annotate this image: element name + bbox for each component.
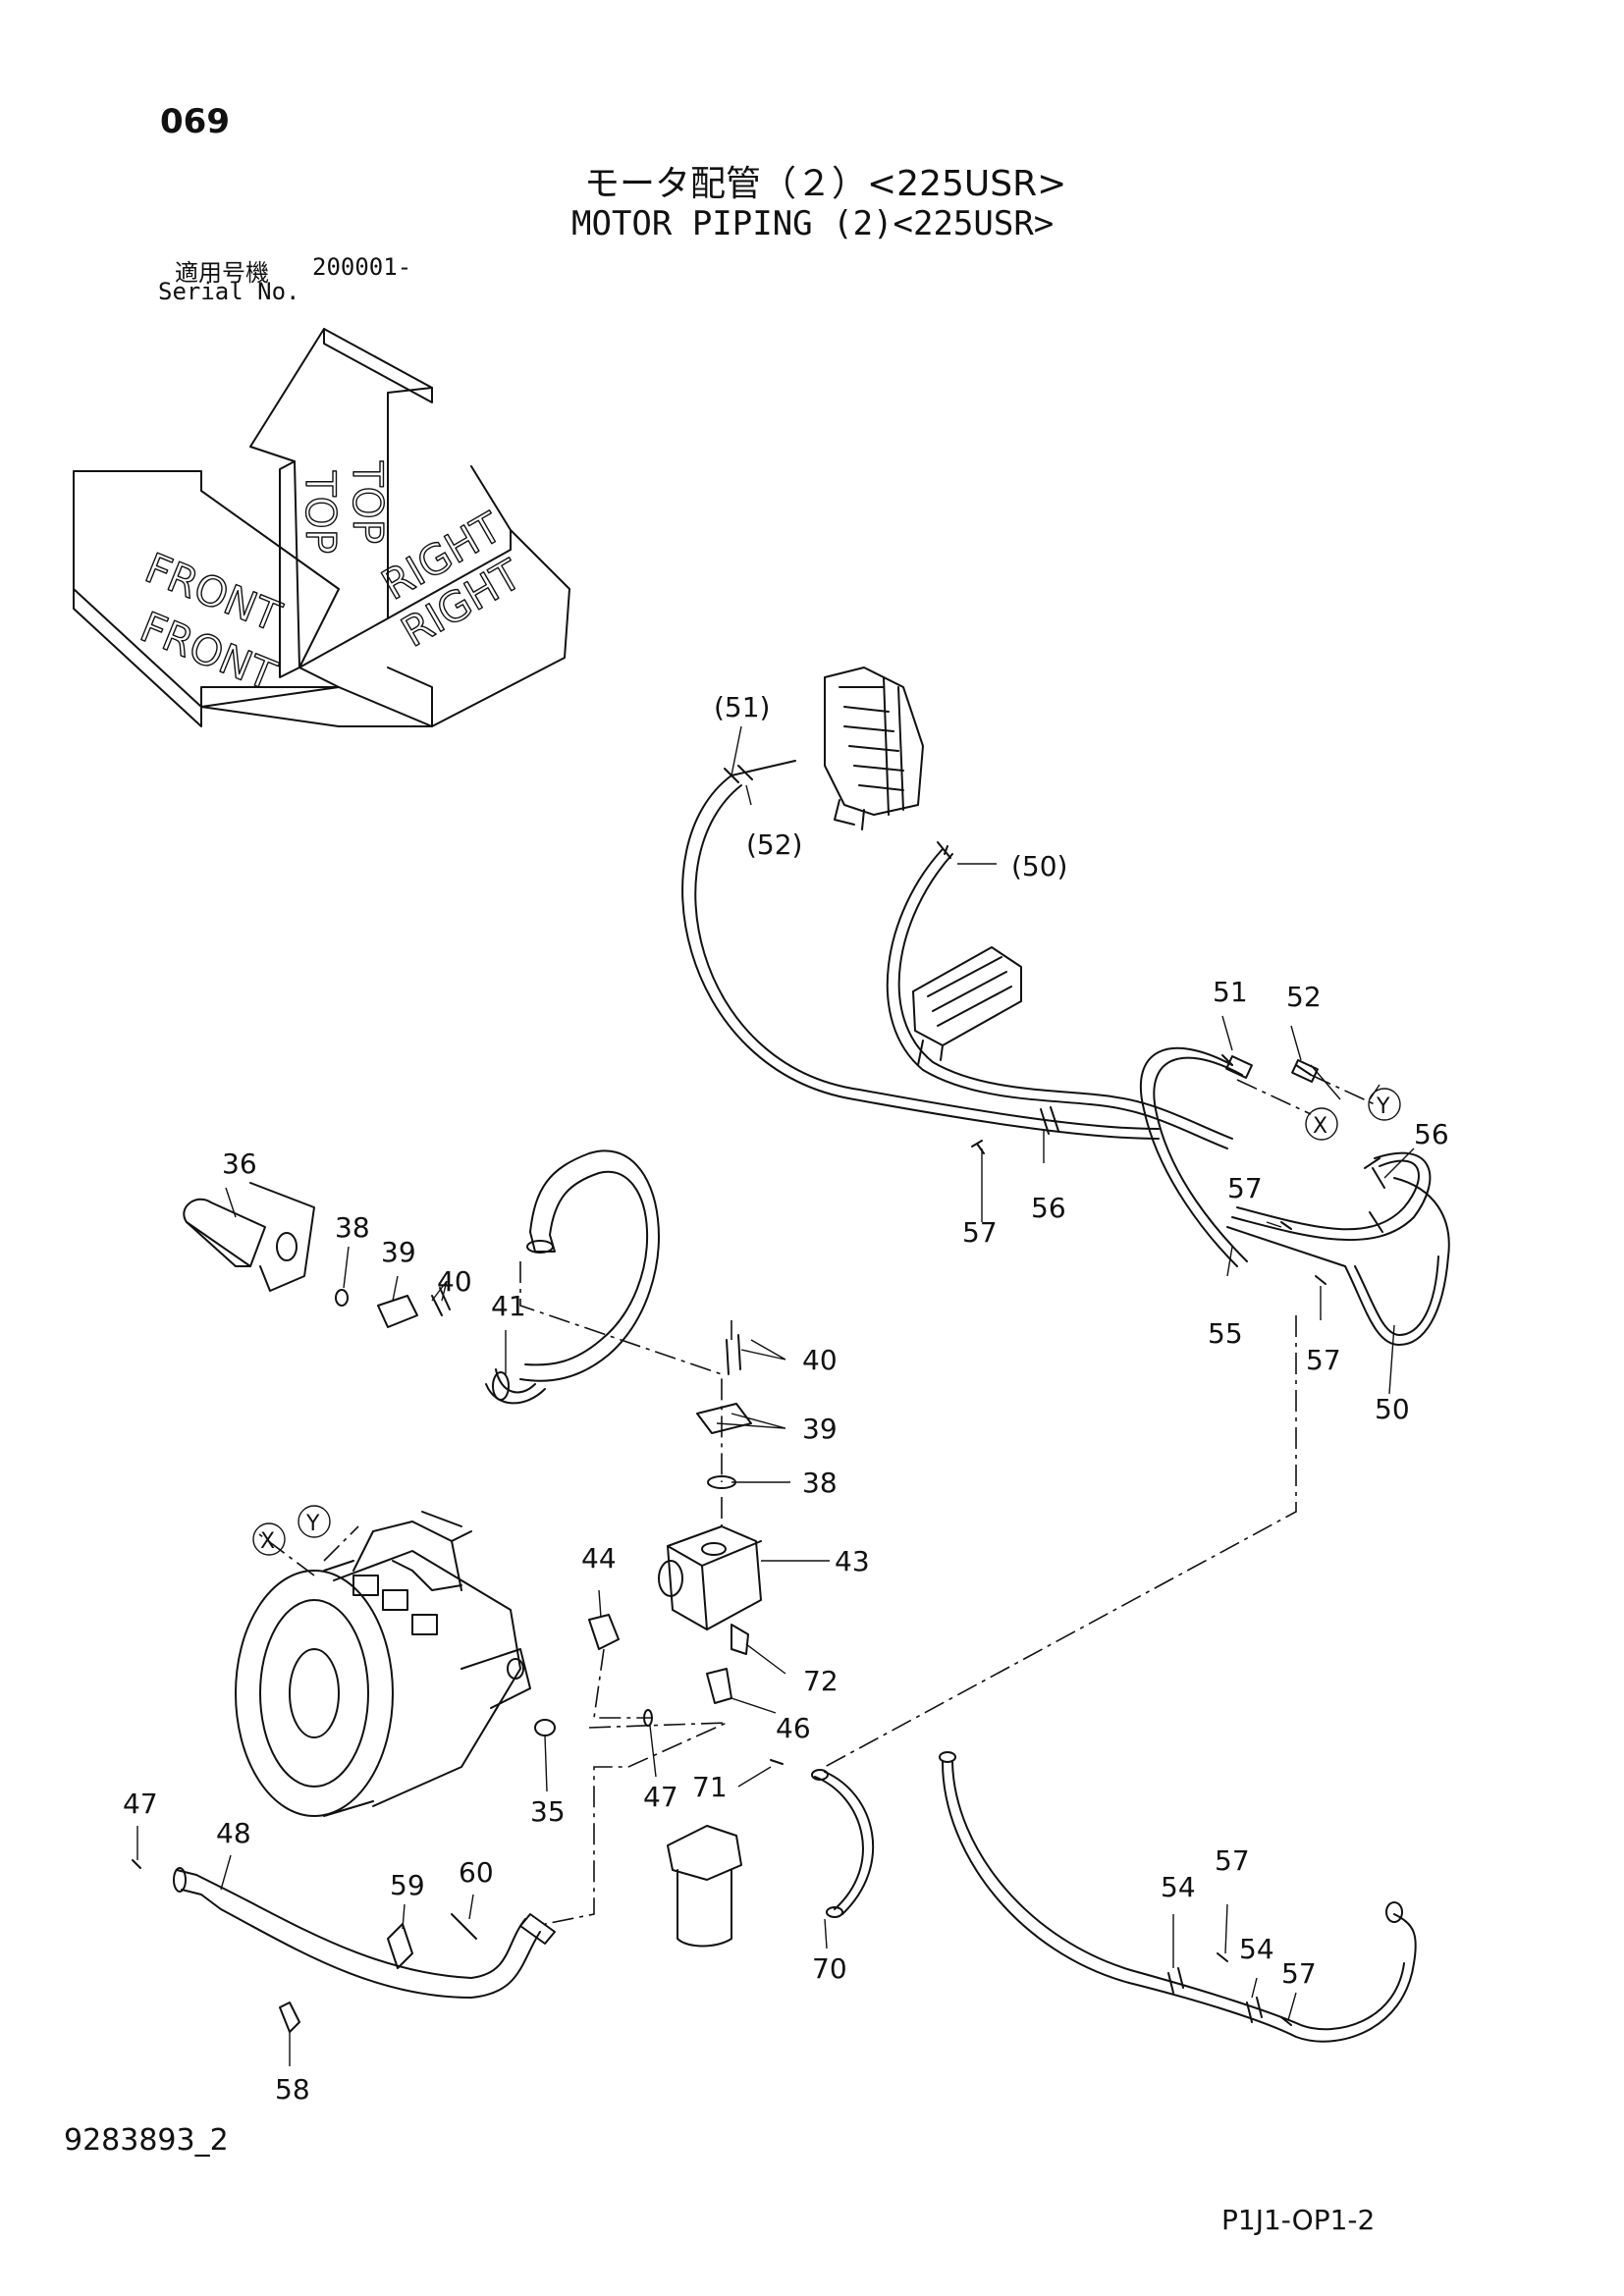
callout-46: 46 [776, 1712, 811, 1744]
callout-56-left: 56 [1031, 1192, 1066, 1224]
callout-47-left: 47 [123, 1788, 158, 1820]
title-english: MOTOR PIPING (2)<225USR> [571, 204, 1055, 243]
clamp-59 [387, 1923, 413, 1969]
plate-58 [279, 2002, 300, 2033]
bolt-60 [451, 1913, 477, 1940]
callout-40-right: 40 [802, 1344, 838, 1376]
callout-40-left: 40 [437, 1265, 472, 1298]
adapter-44 [588, 1614, 620, 1650]
o-ring-38 [335, 1289, 349, 1307]
callout-57-lower: 57 [1306, 1344, 1341, 1376]
port-y-connector-label: Y [1376, 1095, 1390, 1119]
callout-70: 70 [812, 1952, 847, 1985]
fitting-72 [731, 1624, 749, 1655]
callout-47-center: 47 [643, 1781, 678, 1813]
callout-48: 48 [216, 1817, 251, 1849]
bolt-57-b [1280, 1221, 1292, 1230]
callout-50-reference: (50) [1011, 850, 1067, 882]
hose-loop-right [1139, 1046, 1450, 1346]
leader-lines [136, 725, 1415, 2066]
callout-39-right: 39 [802, 1413, 838, 1445]
callout-43: 43 [835, 1545, 870, 1577]
hydraulic-pump [235, 1511, 531, 1817]
pilot-hose-upper [681, 760, 1160, 1140]
page-code: P1J1-OP1-2 [1221, 2204, 1376, 2236]
callout-57-upper: 57 [1227, 1172, 1263, 1204]
bolt-57-c [1315, 1275, 1326, 1285]
page-number: 069 [160, 102, 230, 141]
orientation-top-label-shadow: TOP [344, 460, 392, 544]
orientation-top-label: TOP [297, 470, 345, 554]
callout-38-right: 38 [802, 1467, 838, 1499]
serial-range: 200001- [312, 253, 412, 281]
callout-54-lower: 54 [1239, 1933, 1274, 1965]
callout-58: 58 [275, 2073, 310, 2106]
clamp-56-lower [1372, 1167, 1385, 1189]
callout-57-bottom-upper: 57 [1215, 1844, 1250, 1877]
callout-51: 51 [1213, 976, 1248, 1008]
drawing-number: 9283893_2 [64, 2123, 229, 2158]
callout-60: 60 [459, 1856, 494, 1889]
callout-52-reference: (52) [746, 828, 802, 861]
callout-52: 52 [1286, 981, 1322, 1013]
callout-54-upper: 54 [1161, 1871, 1196, 1903]
callout-71: 71 [692, 1771, 728, 1803]
callout-55: 55 [1208, 1317, 1243, 1350]
callout-51-reference: (51) [714, 691, 770, 723]
hose-48 [173, 1867, 556, 1999]
title-japanese: モータ配管（２）<225USR> [584, 164, 1067, 204]
callout-57-left: 57 [962, 1216, 998, 1249]
callout-36: 36 [222, 1148, 257, 1180]
callout-39-left: 39 [381, 1236, 416, 1268]
hose-41 [485, 1149, 660, 1405]
callout-59: 59 [390, 1869, 425, 1901]
callout-56-right: 56 [1414, 1118, 1449, 1150]
control-valve [824, 667, 924, 830]
flange-39-upper [696, 1403, 752, 1434]
elbow-46 [706, 1668, 732, 1704]
clamp-56-upper [1040, 1106, 1059, 1135]
bolts-40-upper [726, 1334, 741, 1375]
orientation-indicator: FRONT FRONT TOP TOP RIGHT RIGHT [73, 328, 570, 727]
pilot-hose-middle [886, 841, 1233, 1149]
callout-57-bottom-lower: 57 [1281, 1957, 1317, 1990]
connection-lines [254, 1074, 1376, 1925]
o-ring-47-lower [132, 1859, 141, 1869]
flange-39 [377, 1295, 418, 1328]
pilot-valve-block [912, 946, 1022, 1066]
callout-41: 41 [491, 1290, 526, 1322]
filter-70 [667, 1769, 875, 1948]
port-y-pump-label: Y [305, 1512, 320, 1536]
serial-label-japanese: 適用号機 [175, 259, 269, 287]
callout-50: 50 [1375, 1393, 1410, 1425]
port-x-connector-label: X [1313, 1114, 1327, 1139]
valve-43 [658, 1525, 762, 1630]
callout-38-left: 38 [335, 1211, 370, 1244]
hose-lower-right [939, 1751, 1417, 2043]
callout-35: 35 [530, 1795, 566, 1828]
plug-35 [534, 1719, 556, 1736]
port-x-pump-label: X [260, 1529, 275, 1554]
callout-72: 72 [803, 1665, 839, 1697]
o-ring-71 [770, 1759, 784, 1765]
bolt-57-a [971, 1140, 985, 1154]
travel-motor-36 [183, 1182, 315, 1292]
serial-label-english: Serial No. [158, 278, 300, 305]
callout-44: 44 [581, 1542, 617, 1575]
